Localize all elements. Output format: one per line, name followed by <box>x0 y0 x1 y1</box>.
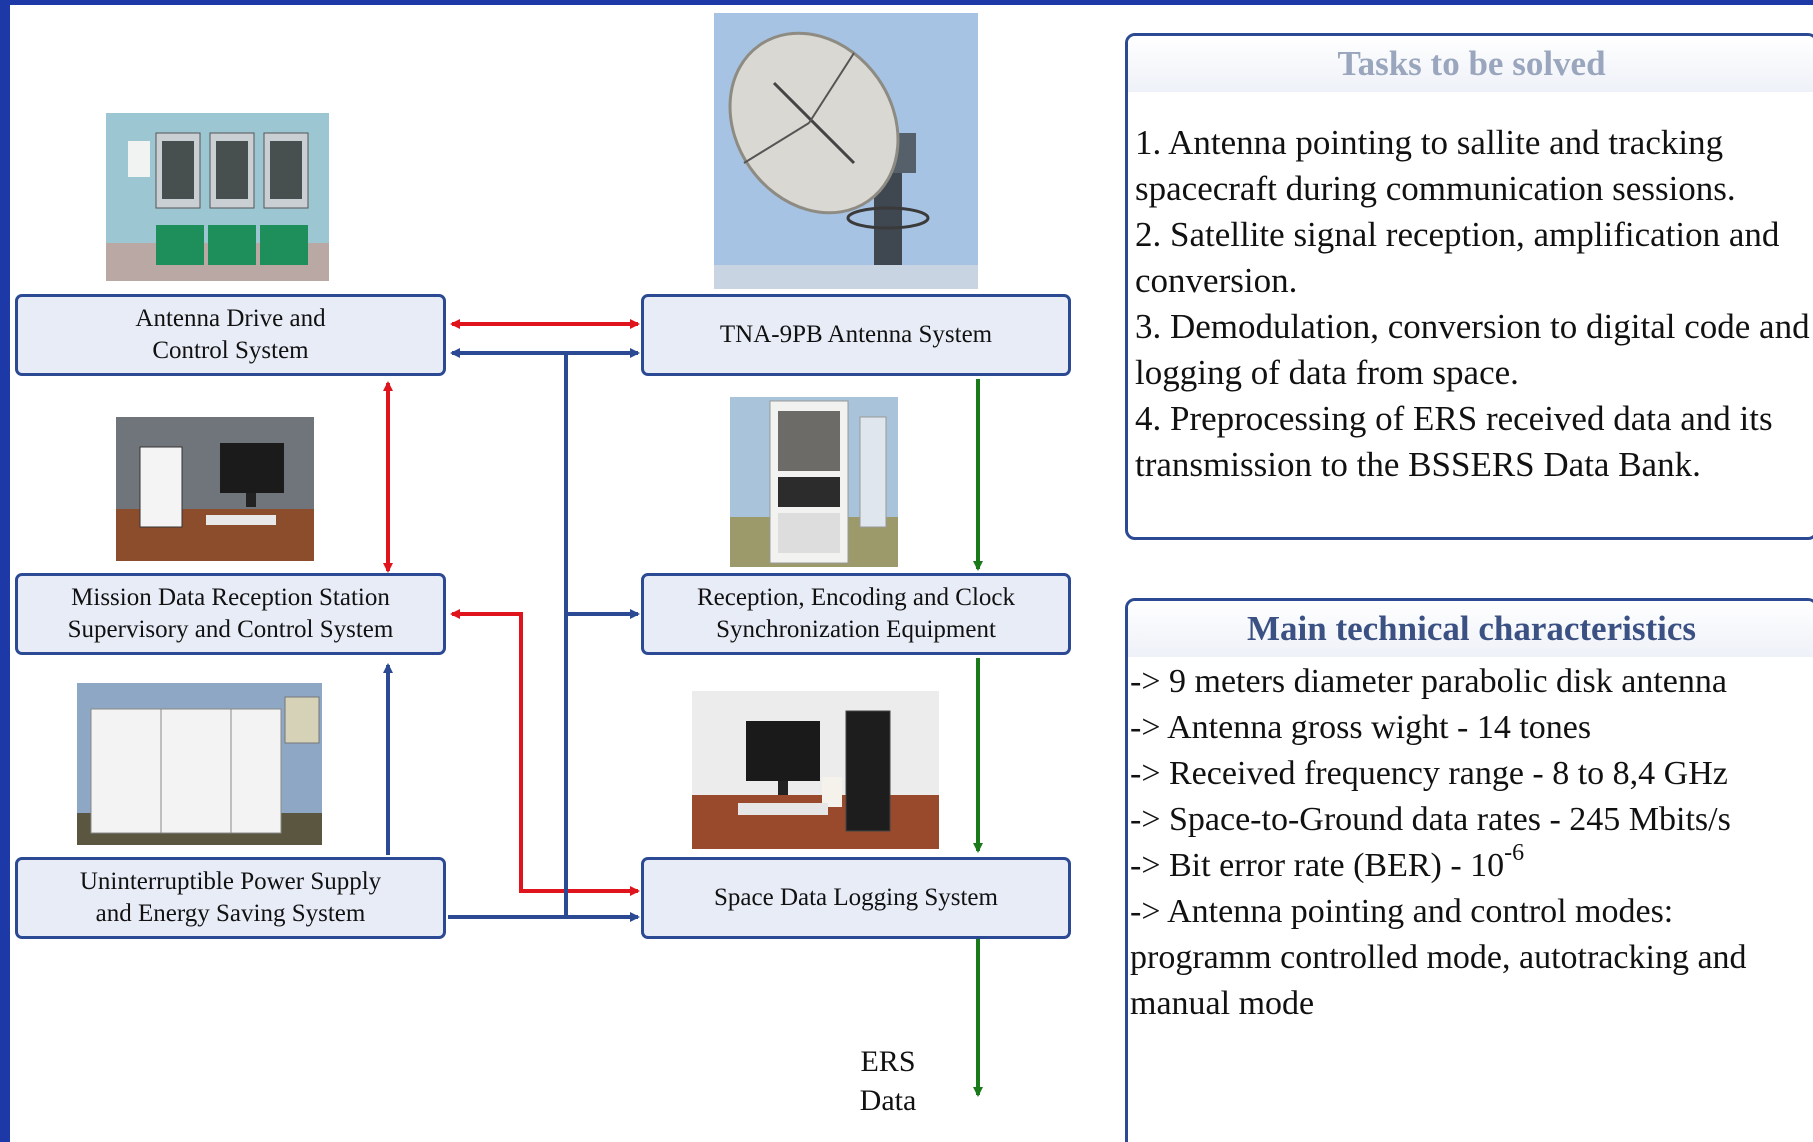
ers-data-label: ERS Data <box>859 1045 917 1117</box>
tasks-list: 1. Antenna pointing to sallite and track… <box>1128 92 1813 488</box>
connection-arrows <box>383 319 983 1097</box>
ups-block: Uninterruptible Power Supply and Energy … <box>15 857 446 939</box>
task-item: 4. Preprocessing of ERS received data an… <box>1135 399 1773 484</box>
tasks-title: Tasks to be solved <box>1128 36 1813 92</box>
spec-item-ber: -> Bit error rate (BER) - 10-6 <box>1130 840 1813 889</box>
antenna-drive-control-label: Antenna Drive and Control System <box>135 305 326 364</box>
supervisory-control-label: Mission Data Reception Station Superviso… <box>67 584 394 643</box>
control-cabinets-photo <box>106 113 329 281</box>
specs-title: Main technical characteristics <box>1128 601 1813 657</box>
supervisory-logging-control-link <box>450 609 640 896</box>
antenna-drive-control-block: Antenna Drive and Control System <box>15 294 446 376</box>
tasks-panel: Tasks to be solved 1. Antenna pointing t… <box>1125 33 1813 540</box>
power-supply-photo <box>77 683 322 845</box>
antenna-system-label: TNA-9PB Antenna System <box>719 321 993 348</box>
specs-list: -> 9 meters diameter parabolic disk ante… <box>1128 657 1813 1027</box>
spec-item: -> Antenna gross wight - 14 tones <box>1130 709 1592 746</box>
antenna-system-block: TNA-9PB Antenna System <box>641 294 1071 376</box>
spec-item: -> Received frequency range - 8 to 8,4 G… <box>1130 755 1728 792</box>
specs-panel: Main technical characteristics -> 9 mete… <box>1125 598 1813 1142</box>
ber-text: -> Bit error rate (BER) - 10 <box>1130 847 1505 884</box>
ups-label: Uninterruptible Power Supply and Energy … <box>79 868 382 927</box>
logging-computer-photo <box>692 691 939 849</box>
workstation-photo <box>116 417 314 561</box>
data-logging-label: Space Data Logging System <box>714 884 998 911</box>
antenna-photo <box>714 13 978 289</box>
equipment-rack-photo <box>730 397 898 567</box>
data-logging-block: Space Data Logging System <box>641 857 1071 939</box>
task-item: 2. Satellite signal reception, amplifica… <box>1135 215 1780 300</box>
ber-exponent: -6 <box>1504 840 1525 866</box>
spec-item: -> 9 meters diameter parabolic disk ante… <box>1130 663 1727 700</box>
task-item: 1. Antenna pointing to sallite and track… <box>1135 123 1736 208</box>
supervisory-control-block: Mission Data Reception Station Superviso… <box>15 573 446 655</box>
spec-item-modes: -> Antenna pointing and control modes: p… <box>1130 893 1747 1022</box>
reception-equipment-label: Reception, Encoding and Clock Synchroniz… <box>697 584 1015 643</box>
diagram-canvas: Antenna Drive and Control System TNA-9PB… <box>10 5 1813 1142</box>
spec-item: -> Space-to-Ground data rates - 245 Mbit… <box>1130 801 1731 838</box>
reception-equipment-block: Reception, Encoding and Clock Synchroniz… <box>641 573 1071 655</box>
task-item: 3. Demodulation, conversion to digital c… <box>1135 307 1810 392</box>
